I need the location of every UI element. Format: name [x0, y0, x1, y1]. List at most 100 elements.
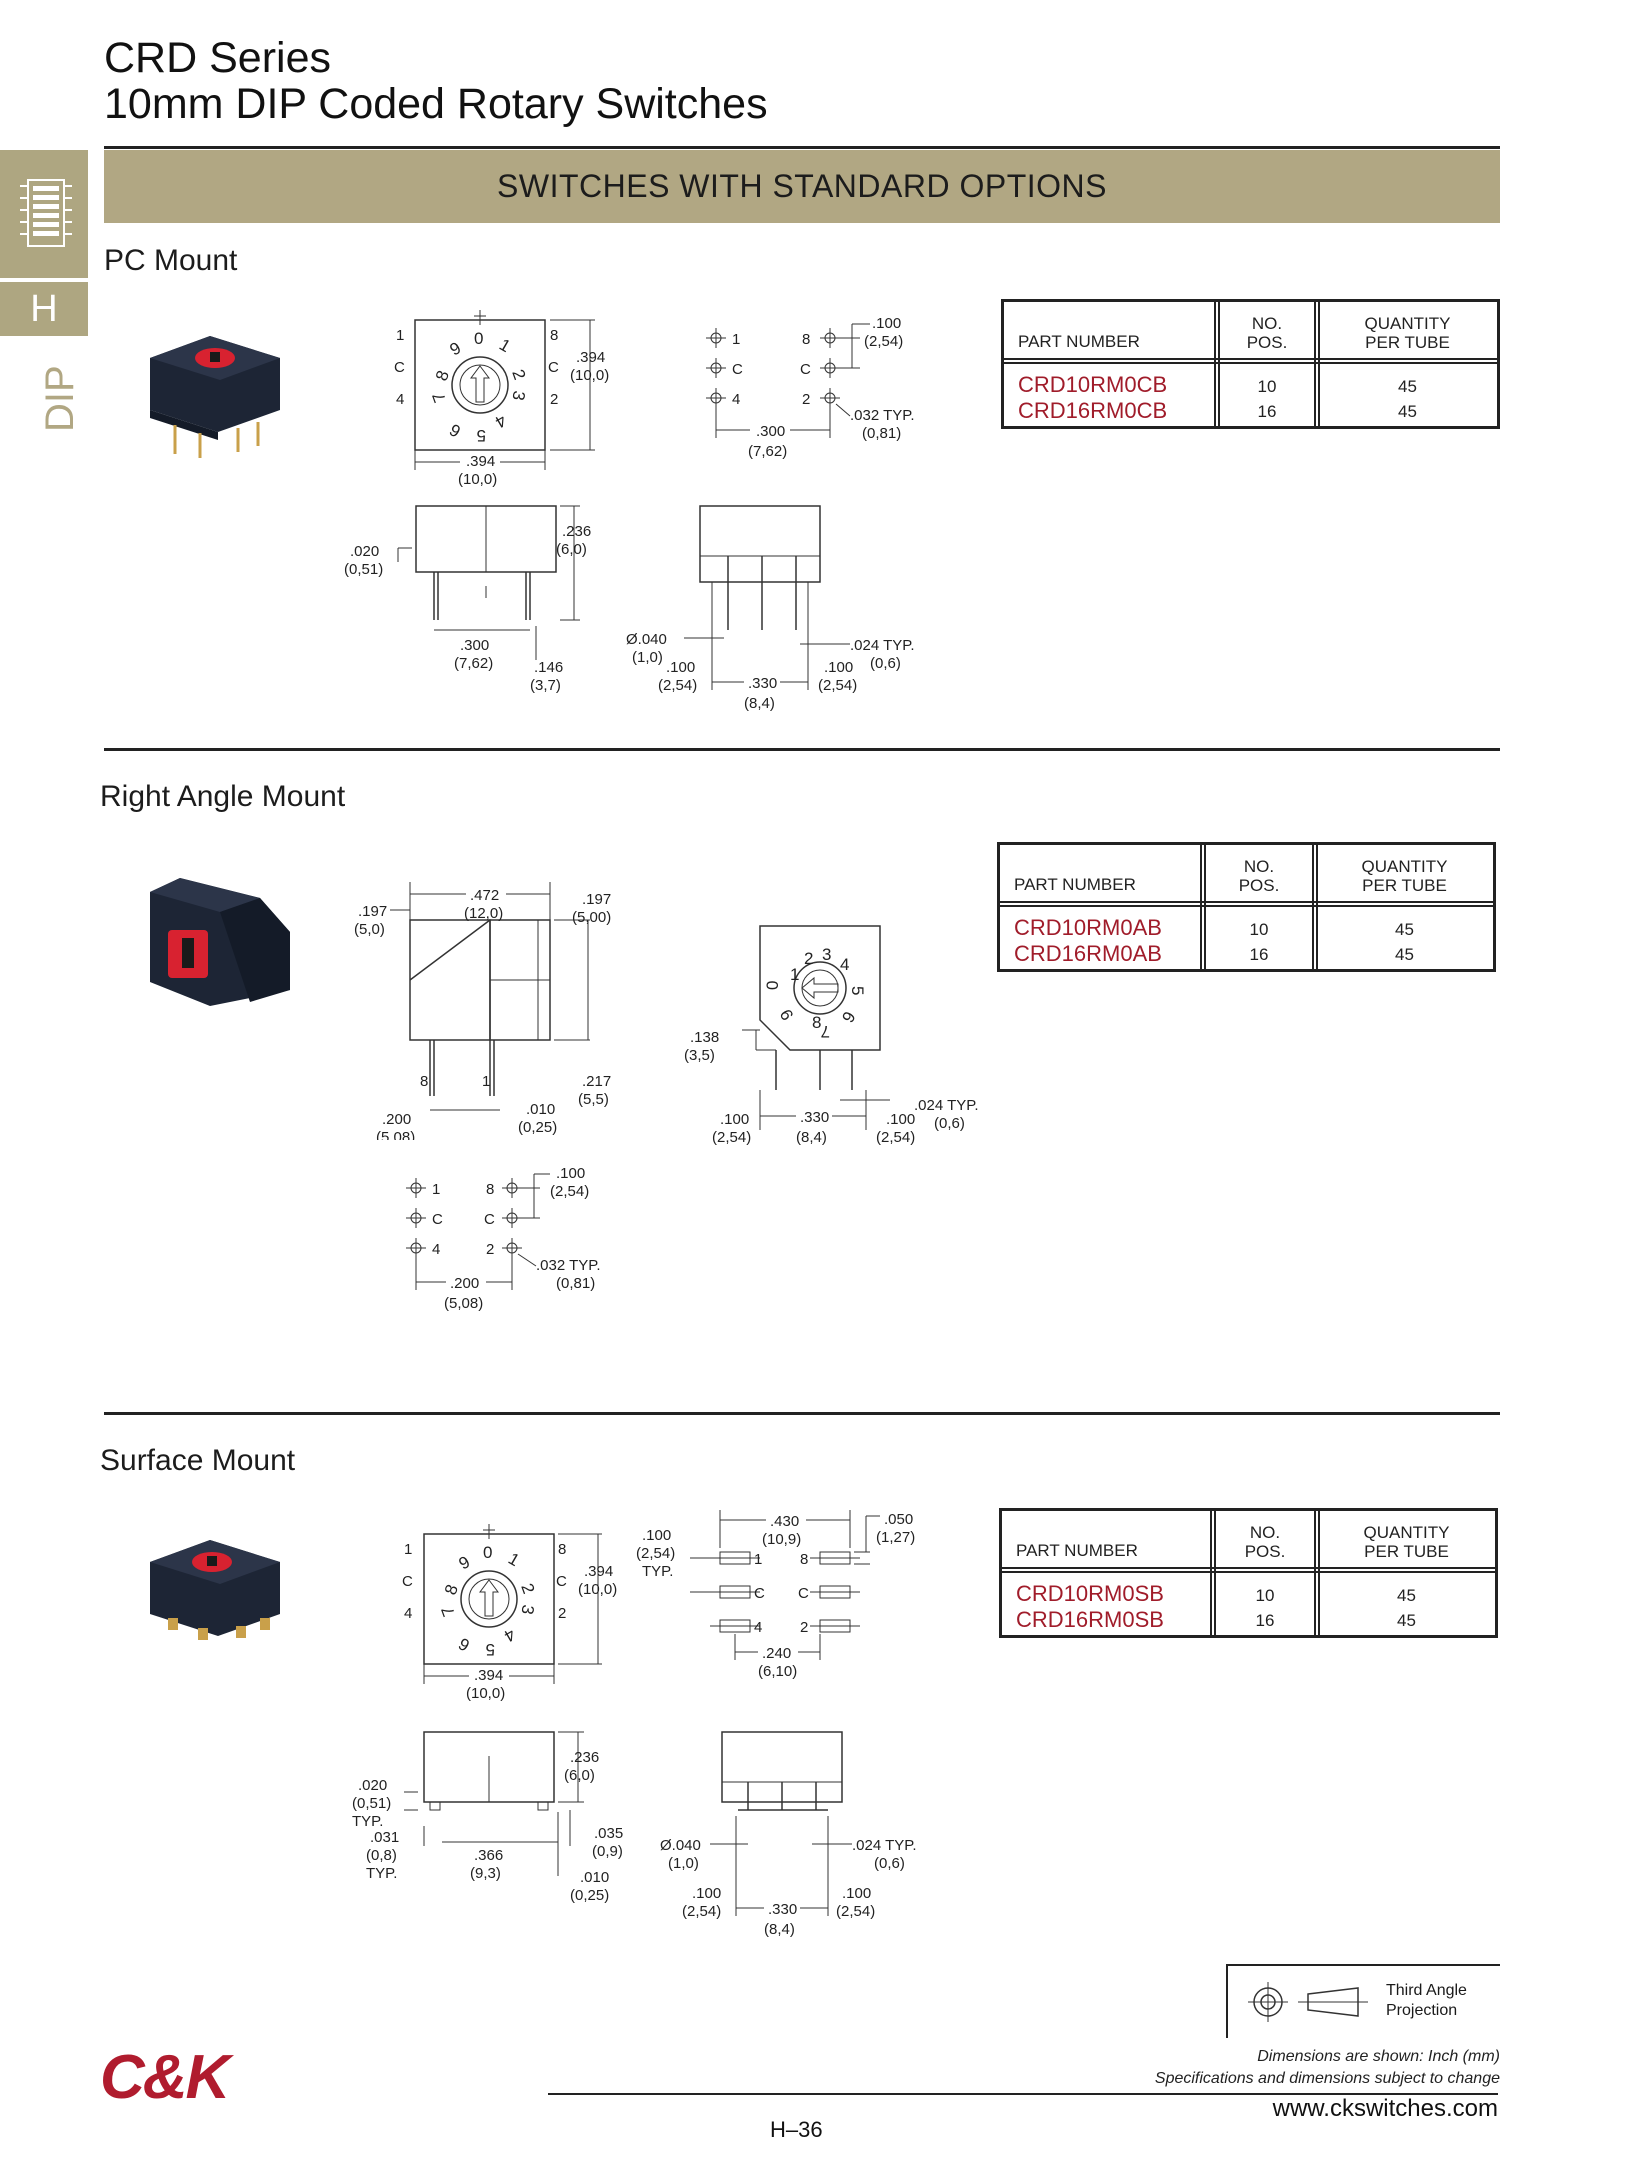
svg-text:(0,9): (0,9)	[592, 1843, 623, 1860]
svg-text:.100: .100	[556, 1165, 585, 1182]
surface-side-view: .236 (6,0) .020 (0,51) TYP. .031 (0,8) T…	[352, 1731, 623, 1904]
page-number: H–36	[770, 2117, 823, 2142]
svg-text:(0,81): (0,81)	[556, 1275, 595, 1292]
svg-text:.032 TYP.: .032 TYP.	[850, 407, 915, 424]
side-tab-letter-box: H	[0, 282, 88, 336]
footer-rule	[548, 2093, 1498, 2095]
svg-text:.330: .330	[768, 1901, 797, 1918]
svg-text:(3,5): (3,5)	[684, 1047, 715, 1064]
svg-text:.100: .100	[692, 1885, 721, 1902]
svg-text:.366: .366	[474, 1847, 503, 1864]
svg-text:9: 9	[776, 1006, 797, 1024]
svg-text:(6,0): (6,0)	[556, 541, 587, 558]
svg-text:1: 1	[732, 331, 740, 348]
svg-text:3: 3	[517, 1603, 537, 1616]
svg-text:(9,3): (9,3)	[470, 1865, 501, 1882]
svg-text:C: C	[732, 361, 743, 378]
svg-text:(10,0): (10,0)	[458, 471, 497, 488]
svg-text:(6,10): (6,10)	[758, 1663, 797, 1680]
svg-text:.300: .300	[756, 423, 785, 440]
svg-text:(0,8): (0,8)	[366, 1847, 397, 1864]
svg-text:.146: .146	[534, 659, 563, 676]
svg-text:4: 4	[754, 1619, 762, 1636]
ck-logo: C&K	[100, 2043, 230, 2112]
pc-mount-part-table: PART NUMBER NO. POS. QUANTITY PER TUBE C…	[1001, 299, 1500, 429]
svg-text:5: 5	[486, 1640, 495, 1659]
svg-text:1: 1	[754, 1551, 762, 1568]
svg-text:.100: .100	[872, 315, 901, 332]
svg-text:(0,25): (0,25)	[570, 1887, 609, 1904]
svg-text:.032 TYP.: .032 TYP.	[536, 1257, 601, 1274]
svg-text:.020: .020	[350, 543, 379, 560]
projection-box: Third Angle Projection	[1226, 1964, 1500, 2038]
svg-text:1: 1	[432, 1181, 440, 1198]
dial-digit: 6	[446, 420, 464, 441]
svg-text:.100: .100	[824, 659, 853, 676]
svg-text:.197: .197	[358, 903, 387, 920]
banner-text: SWITCHES WITH STANDARD OPTIONS	[497, 168, 1107, 204]
svg-text:4: 4	[404, 1605, 412, 1622]
svg-text:.200: .200	[450, 1275, 479, 1292]
svg-text:(7,62): (7,62)	[454, 655, 493, 672]
svg-text:TYP.: TYP.	[642, 1563, 673, 1580]
svg-text:2: 2	[486, 1241, 494, 1258]
right-angle-part-table: PART NUMBER NO. POS. QUANTITY PER TUBE C…	[997, 842, 1496, 972]
part-number: CRD10RM0AB	[1014, 915, 1162, 940]
dial-digit: 5	[477, 426, 486, 445]
dial-digit: 4	[492, 411, 510, 432]
dial-digit: 1	[496, 335, 514, 356]
svg-text:2: 2	[804, 949, 813, 968]
svg-text:.200: .200	[382, 1111, 411, 1128]
svg-text:(2,54): (2,54)	[712, 1129, 751, 1146]
svg-text:(8,4): (8,4)	[764, 1921, 795, 1938]
svg-text:(2,54): (2,54)	[682, 1903, 721, 1920]
svg-text:(1,0): (1,0)	[632, 649, 663, 666]
svg-text:8: 8	[558, 1541, 566, 1558]
svg-text:(0,6): (0,6)	[934, 1115, 965, 1132]
surface-top-view: 0 1 2 3 4 5 6 7 8 9 1 C 4 8 C 2 .394 (10…	[402, 1524, 617, 1702]
svg-text:2: 2	[802, 391, 810, 408]
svg-text:.472: .472	[470, 887, 499, 904]
svg-text:4: 4	[840, 955, 849, 974]
svg-text:.394: .394	[474, 1667, 503, 1684]
svg-text:3: 3	[822, 945, 831, 964]
svg-text:.031: .031	[370, 1829, 399, 1846]
svg-text:6: 6	[455, 1634, 473, 1655]
svg-text:4: 4	[732, 391, 740, 408]
svg-text:(10,9): (10,9)	[762, 1531, 801, 1548]
svg-text:.330: .330	[748, 675, 777, 692]
svg-text:8: 8	[441, 1582, 462, 1597]
svg-text:0: 0	[483, 1543, 492, 1562]
specifications-note: Specifications and dimensions subject to…	[1154, 2070, 1500, 2087]
dial-digit: 8	[432, 368, 453, 383]
svg-text:4: 4	[432, 1241, 440, 1258]
svg-text:.240: .240	[762, 1645, 791, 1662]
svg-text:(0,6): (0,6)	[874, 1855, 905, 1872]
surface-mount-part-table: PART NUMBER NO. POS. QUANTITY PER TUBE C…	[999, 1508, 1498, 1638]
side-tab	[0, 150, 88, 278]
svg-text:C: C	[754, 1585, 765, 1602]
right-angle-title: Right Angle Mount	[100, 780, 346, 813]
dial-digit: 0	[474, 329, 483, 348]
svg-text:8: 8	[486, 1181, 494, 1198]
surface-mount-photo	[150, 1540, 280, 1640]
svg-text:2: 2	[800, 1619, 808, 1636]
dip-switch-icon	[20, 179, 72, 247]
part-number: CRD16RM0AB	[1014, 941, 1162, 966]
section-letter: H	[30, 287, 58, 330]
svg-text:7: 7	[438, 1604, 459, 1619]
side-category: DIP	[38, 365, 82, 432]
pc-mount-photo	[150, 336, 280, 458]
dial-digit: 7	[429, 390, 450, 405]
svg-text:Ø.040: Ø.040	[626, 631, 667, 648]
svg-text:4: 4	[501, 1625, 519, 1646]
pin-label: 1	[396, 327, 404, 344]
svg-text:(0,25): (0,25)	[518, 1119, 557, 1136]
website-url[interactable]: www.ckswitches.com	[1272, 2095, 1498, 2122]
svg-text:(2,54): (2,54)	[864, 333, 903, 350]
svg-text:8: 8	[800, 1551, 808, 1568]
svg-text:Ø.040: Ø.040	[660, 1837, 701, 1854]
pin-label: 2	[550, 391, 558, 408]
svg-text:.100: .100	[642, 1527, 671, 1544]
third-angle-projection-icon	[1248, 1982, 1368, 2022]
